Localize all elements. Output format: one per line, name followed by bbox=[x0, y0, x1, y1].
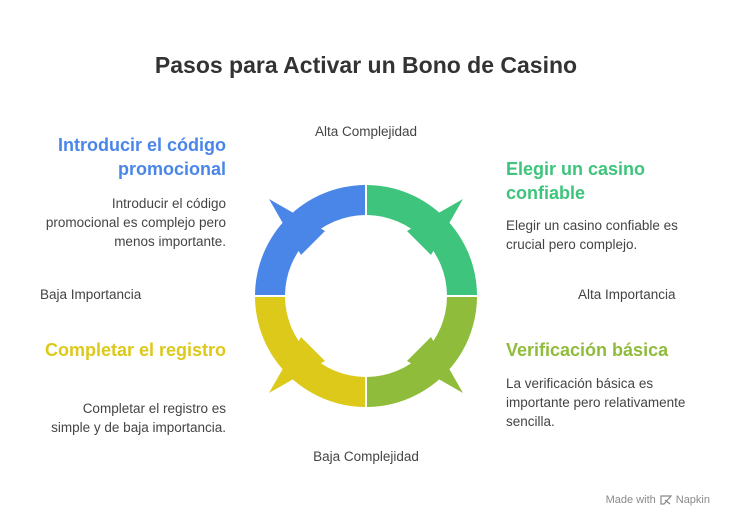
axis-label-right: Alta Importancia bbox=[578, 287, 676, 302]
quadrant-description-top-left: Introducir el código promocional es comp… bbox=[45, 196, 226, 249]
quadrant-title-bottom-left: Completar el registro bbox=[44, 340, 226, 360]
arrow-segment-top-right bbox=[367, 185, 477, 295]
arrow-segment-top-left bbox=[255, 185, 365, 295]
footer-label: Made with bbox=[605, 494, 656, 506]
made-with-footer: Made with Napkin bbox=[606, 494, 710, 506]
arrow-segment-bottom-right bbox=[367, 297, 477, 407]
quadrant-description-bottom-right: La verificación básica es importante per… bbox=[506, 376, 686, 429]
quadrant-title-bottom-right: Verificación básica bbox=[506, 340, 669, 360]
napkin-logo-icon bbox=[660, 495, 672, 505]
footer-brand: Napkin bbox=[675, 494, 710, 506]
axis-label-top: Alta Complejidad bbox=[314, 124, 418, 139]
page-title: Pasos para Activar un Bono de Casino bbox=[154, 52, 578, 78]
quadrant-title-top-right: Elegir un casino confiable bbox=[506, 159, 646, 203]
quadrant-title-top-left: Introducir el código promocional bbox=[57, 135, 226, 179]
quadrant-description-top-right: Elegir un casino confiable es crucial pe… bbox=[506, 218, 678, 252]
axis-label-bottom: Baja Complejidad bbox=[313, 449, 419, 464]
cycle-ring bbox=[255, 185, 477, 407]
arrow-segment-bottom-left bbox=[255, 297, 365, 407]
axis-label-left: Baja Importancia bbox=[40, 287, 142, 302]
quadrant-description-bottom-left: Completar el registro es simple y de baj… bbox=[51, 401, 226, 435]
